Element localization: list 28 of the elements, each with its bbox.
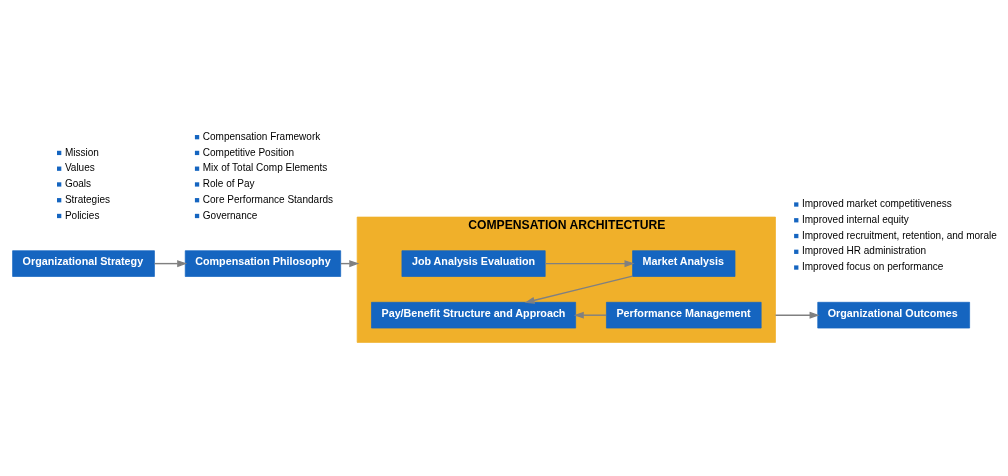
node-label: Governance — [202, 209, 258, 221]
arrow — [544, 260, 635, 268]
node-label: Policies — [64, 209, 100, 221]
node-label: Improved internal equity — [801, 213, 909, 225]
node-box: Organizational Strategy — [12, 250, 155, 277]
node-label: Improved focus on performance — [801, 261, 944, 273]
node-box: Compensation Philosophy — [184, 250, 342, 277]
node-label: Strategies — [64, 193, 110, 205]
arrow — [573, 311, 607, 319]
arrow — [524, 275, 634, 304]
node-box: Pay/Benefit Structure and Approach — [371, 301, 576, 329]
node-label: Improved HR administration — [801, 245, 927, 257]
node-label: Goals — [64, 178, 92, 190]
node-label: Improved market competitiveness — [801, 198, 952, 210]
arrow — [774, 311, 820, 319]
node-box: Performance Management — [606, 301, 762, 329]
node-box: Market Analysis — [632, 250, 736, 277]
node-label: Competitive Position — [202, 146, 295, 158]
node-label: Improved recruitment, retention, and morale — [801, 229, 997, 241]
node-label: Mission — [64, 146, 99, 158]
node-box: Job Analysis Evaluation — [401, 250, 546, 277]
node-label: Role of Pay — [202, 178, 255, 190]
arrow — [153, 260, 188, 268]
node-label: Compensation Framework — [202, 130, 321, 142]
node-label: Values — [64, 162, 95, 174]
node-label: Core Performance Standards — [202, 193, 334, 205]
node-box: Organizational Outcomes — [817, 301, 970, 329]
node-label: Mix of Total Comp Elements — [202, 162, 328, 174]
